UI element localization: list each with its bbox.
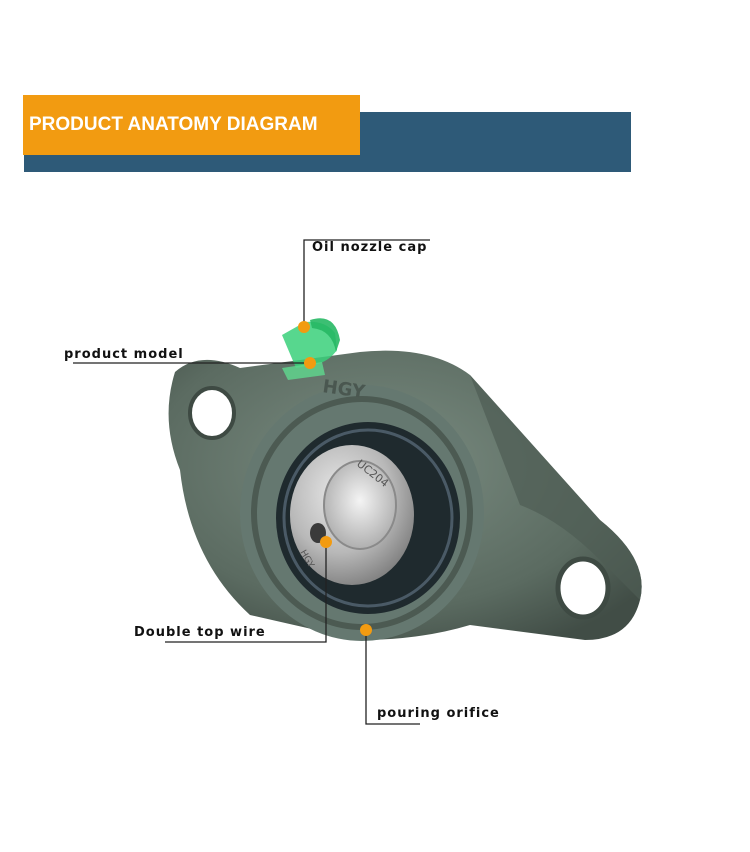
shaft-bore: [323, 460, 397, 550]
marker-double-top-wire: [320, 536, 332, 548]
mounting-hole-left: [188, 386, 236, 440]
markers: [298, 321, 372, 636]
banner-title: PRODUCT ANATOMY DIAGRAM: [23, 95, 360, 155]
leader-lines: [73, 239, 430, 725]
leader-pouring-orifice: [365, 630, 420, 725]
callout-product-model: product model: [64, 347, 184, 362]
marker-product-model: [304, 357, 316, 369]
mounting-hole-right: [555, 556, 611, 620]
leader-double-top-wire: [165, 542, 327, 643]
marker-oil-nozzle-cap: [298, 321, 310, 333]
callout-pouring-orifice: pouring orifice: [377, 706, 500, 721]
callout-double-top-wire: Double top wire: [134, 625, 266, 640]
leader-oil-nozzle-cap: [303, 239, 430, 327]
marker-pouring-orifice: [360, 624, 372, 636]
callout-oil-nozzle-cap: Oil nozzle cap: [312, 240, 428, 255]
